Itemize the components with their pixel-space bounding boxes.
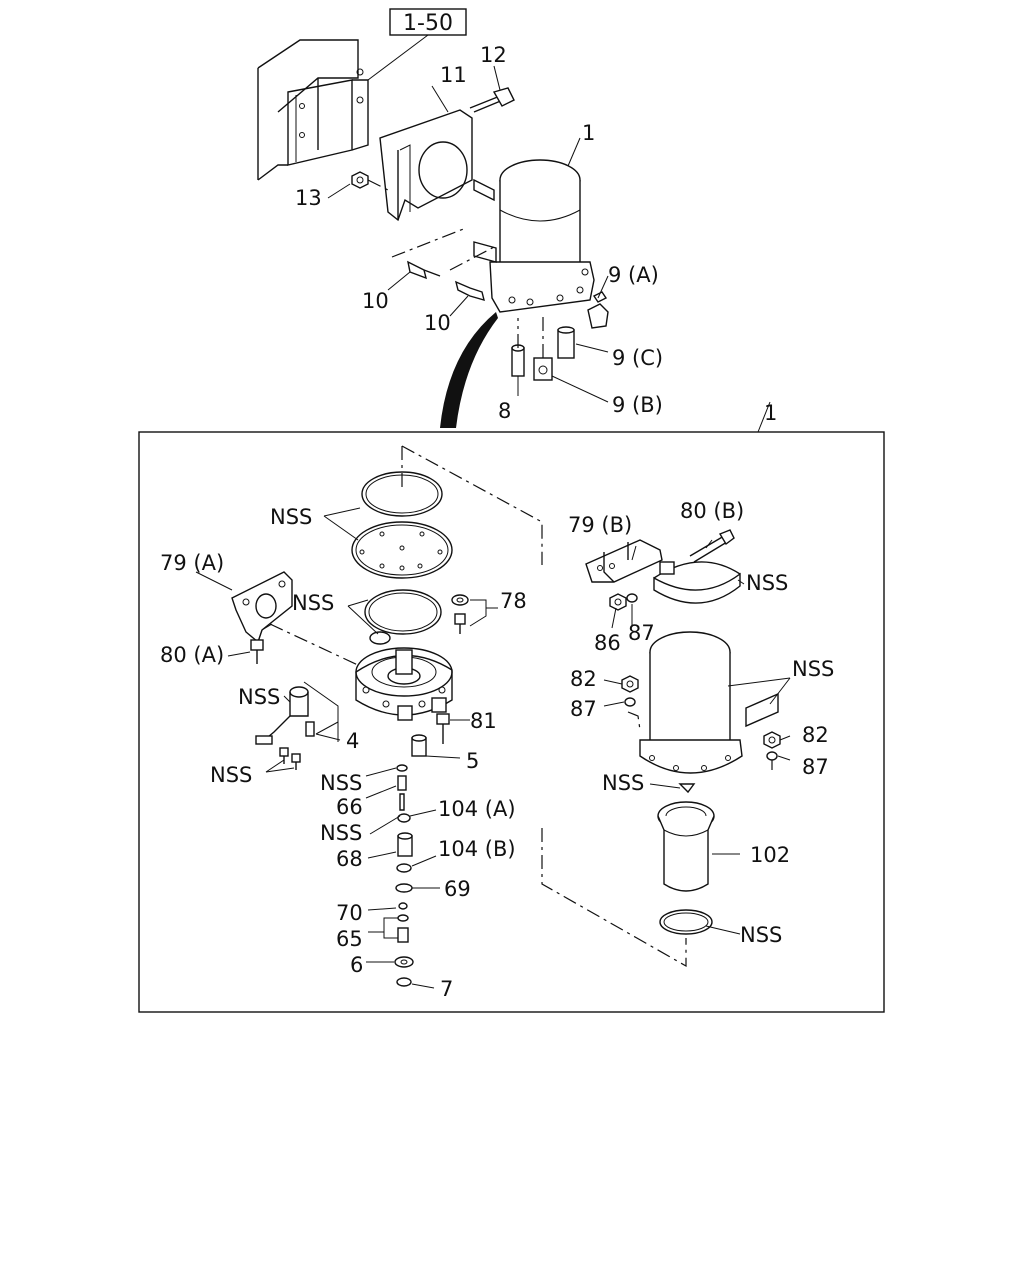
bolt-icon (250, 639, 264, 664)
label-68: 68 (336, 847, 363, 871)
label-70: 70 (336, 901, 363, 925)
bolt-icon (469, 87, 515, 113)
fitting-9a (587, 291, 609, 329)
label-102: 102 (750, 843, 790, 867)
label-5: 5 (466, 749, 479, 773)
fuel-filter-icon (473, 159, 595, 313)
nut-icon (351, 171, 369, 189)
label-nss-band: NSS (746, 571, 788, 595)
label-104b: 104 (B) (438, 837, 516, 861)
detail-frame (138, 431, 885, 1013)
label-69: 69 (444, 877, 471, 901)
label-6: 6 (350, 953, 363, 977)
bolt-icon (436, 713, 450, 744)
detail-arrow (440, 312, 498, 428)
gasket-top (361, 471, 443, 517)
label-65: 65 (336, 927, 363, 951)
label-87b: 87 (570, 697, 597, 721)
label-9a: 9 (A) (608, 263, 659, 287)
label-nss-seal-top: NSS (270, 505, 312, 529)
sensor-switch (255, 681, 339, 745)
washer-icon (451, 594, 469, 606)
label-nss-drain: NSS (602, 771, 644, 795)
label-82b: 82 (802, 723, 829, 747)
label-79a: 79 (A) (160, 551, 224, 575)
reference-box: 1-50 (389, 8, 467, 36)
label-79b: 79 (B) (568, 513, 632, 537)
label-86: 86 (594, 631, 621, 655)
filter-head (355, 647, 453, 721)
label-nss-68: NSS (320, 821, 362, 845)
label-7: 7 (440, 977, 453, 1001)
mounting-bracket-icon (231, 571, 293, 644)
o-ring-upper (364, 589, 442, 635)
o-ring-small (369, 631, 391, 645)
label-10a: 10 (362, 289, 389, 313)
label-12: 12 (480, 43, 507, 67)
label-87c: 87 (802, 755, 829, 779)
fitting-8 (511, 318, 525, 396)
o-ring-bottom (659, 909, 713, 935)
clamp-band (653, 561, 741, 604)
label-8: 8 (498, 399, 511, 423)
mounting-bracket-icon (585, 539, 663, 583)
label-9c: 9 (C) (612, 346, 663, 370)
label-9b: 9 (B) (612, 393, 663, 417)
bolt-icon (407, 260, 485, 302)
bolt-icon (454, 613, 466, 634)
valve-stack (394, 764, 414, 987)
label-82a: 82 (570, 667, 597, 691)
filter-element (657, 801, 715, 892)
nut-icon (609, 593, 627, 611)
gasket-plate (351, 521, 453, 579)
fitting-5 (411, 734, 427, 757)
mounting-bracket-icon (379, 109, 473, 222)
label-104a: 104 (A) (438, 797, 516, 821)
label-78: 78 (500, 589, 527, 613)
label-81: 81 (470, 709, 497, 733)
label-80b: 80 (B) (680, 499, 744, 523)
frame-member (257, 39, 369, 181)
fitting-9b (533, 312, 553, 381)
svg-text:1-50: 1-50 (403, 11, 453, 36)
label-nss-66: NSS (320, 771, 362, 795)
label-nss-switch: NSS (238, 685, 280, 709)
nut-icon (763, 731, 781, 761)
label-nss-screws: NSS (210, 763, 252, 787)
label-13: 13 (295, 186, 322, 210)
label-87a: 87 (628, 621, 655, 645)
label-11: 11 (440, 63, 467, 87)
washer-icon (626, 593, 638, 603)
label-nss-oring: NSS (292, 591, 334, 615)
label-66: 66 (336, 795, 363, 819)
label-4: 4 (346, 729, 359, 753)
drain-plug (678, 783, 696, 794)
fuel-filter-icon (639, 631, 779, 774)
label-80a: 80 (A) (160, 643, 224, 667)
label-nss-label: NSS (792, 657, 834, 681)
screw-pair (279, 747, 301, 770)
label-1-top: 1 (582, 121, 595, 145)
fitting-9c (557, 326, 575, 359)
bolt-icon (689, 529, 735, 563)
nut-icon (621, 675, 639, 707)
label-10b: 10 (424, 311, 451, 335)
label-nss-bottom: NSS (740, 923, 782, 947)
label-1-box: 1 (764, 401, 777, 425)
